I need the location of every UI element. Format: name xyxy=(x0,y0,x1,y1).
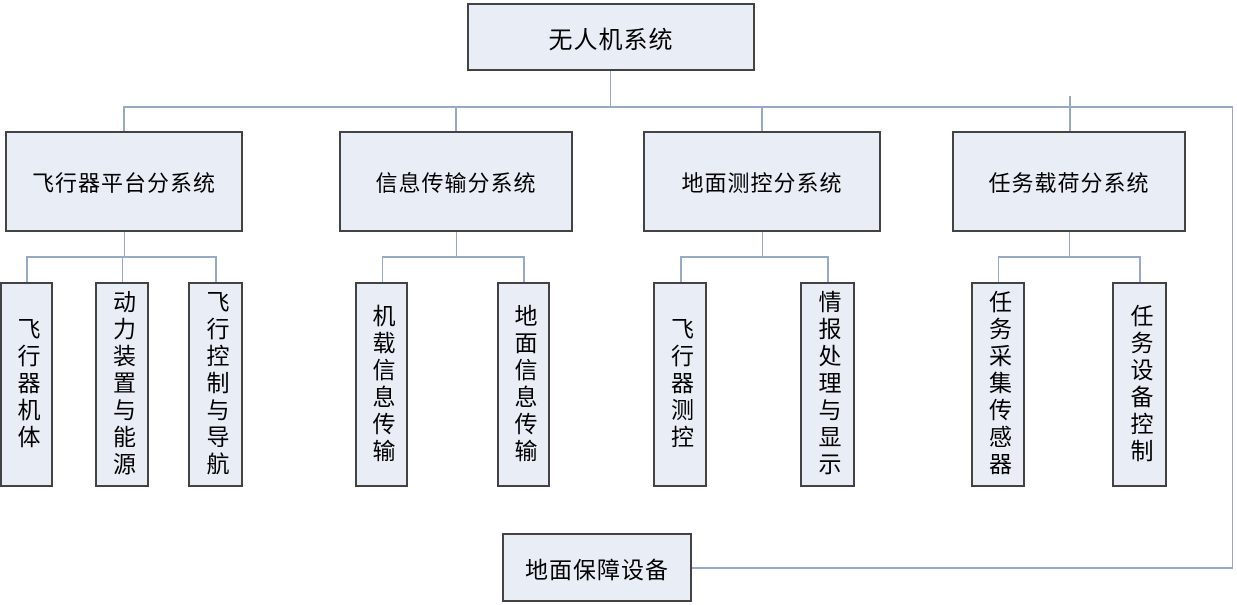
node-flight-control-nav: 飞行控制与导航 xyxy=(188,282,243,487)
node-platform-subsystem-label: 飞行器平台分系统 xyxy=(31,170,216,196)
connector-ground-bus xyxy=(680,256,828,258)
connector-ground-support-link xyxy=(692,567,1233,569)
node-intel-processing-display: 情报处理与显示 xyxy=(800,282,855,487)
connector-root-trunk xyxy=(609,71,611,107)
node-aircraft-ttc-label: 飞行器测控 xyxy=(667,317,694,452)
node-ground-info-transmission: 地面信息传输 xyxy=(497,282,550,487)
node-info-transmission-subsystem: 信息传输分系统 xyxy=(339,131,573,232)
node-airborne-info-transmission: 机载信息传输 xyxy=(355,282,408,487)
node-ground-info-transmission-label: 地面信息传输 xyxy=(511,303,537,466)
connector-top-bus xyxy=(123,106,1233,108)
connector-platform-trunk xyxy=(123,232,125,256)
connector-stub-info xyxy=(455,106,457,132)
connector-info-stub-0 xyxy=(381,256,383,282)
connector-platform-stub-1 xyxy=(121,256,123,282)
node-mission-sensors-label: 任务采集传感器 xyxy=(985,290,1012,479)
connector-platform-stub-2 xyxy=(215,256,217,282)
connector-ground-stub-0 xyxy=(680,256,682,282)
connector-info-trunk xyxy=(455,232,457,256)
connector-stub-platform xyxy=(123,106,125,132)
node-mission-sensors: 任务采集传感器 xyxy=(971,282,1025,487)
node-info-transmission-subsystem-label: 信息传输分系统 xyxy=(375,170,537,196)
node-ground-support-equipment: 地面保障设备 xyxy=(502,533,692,602)
connector-payload-stub-0 xyxy=(997,256,999,282)
node-platform-subsystem: 飞行器平台分系统 xyxy=(5,131,243,232)
node-airborne-info-transmission-label: 机载信息传输 xyxy=(369,303,395,466)
node-airframe-label: 飞行器机体 xyxy=(14,317,40,452)
node-mission-equipment-control-label: 任务设备控制 xyxy=(1127,303,1153,466)
node-ground-support-equipment-label: 地面保障设备 xyxy=(525,556,669,583)
connector-stub-ground xyxy=(761,106,763,132)
node-uav-system-label: 无人机系统 xyxy=(548,26,674,54)
node-mission-equipment-control: 任务设备控制 xyxy=(1112,282,1167,487)
connector-ground-trunk xyxy=(761,232,763,256)
node-power-energy: 动力装置与能源 xyxy=(95,282,149,487)
node-airframe: 飞行器机体 xyxy=(0,282,53,487)
connector-stub-payload xyxy=(1069,96,1071,132)
connector-payload-bus xyxy=(997,256,1140,258)
connector-info-stub-1 xyxy=(523,256,525,282)
node-aircraft-ttc: 飞行器测控 xyxy=(653,282,707,487)
node-intel-processing-display-label: 情报处理与显示 xyxy=(815,290,841,479)
connector-platform-stub-0 xyxy=(26,256,28,282)
node-flight-control-nav-label: 飞行控制与导航 xyxy=(203,290,229,479)
node-power-energy-label: 动力装置与能源 xyxy=(109,290,136,479)
node-uav-system: 无人机系统 xyxy=(467,3,755,71)
connector-payload-stub-1 xyxy=(1139,256,1141,282)
connector-platform-bus xyxy=(26,256,216,258)
node-payload-subsystem-label: 任务载荷分系统 xyxy=(988,170,1150,196)
connector-right-drop xyxy=(1231,106,1233,568)
connector-ground-stub-1 xyxy=(827,256,829,282)
connector-info-bus xyxy=(381,256,524,258)
node-ground-control-subsystem-label: 地面测控分系统 xyxy=(681,170,843,196)
node-ground-control-subsystem: 地面测控分系统 xyxy=(643,131,881,232)
node-payload-subsystem: 任务载荷分系统 xyxy=(952,131,1186,232)
connector-payload-trunk xyxy=(1068,232,1070,256)
